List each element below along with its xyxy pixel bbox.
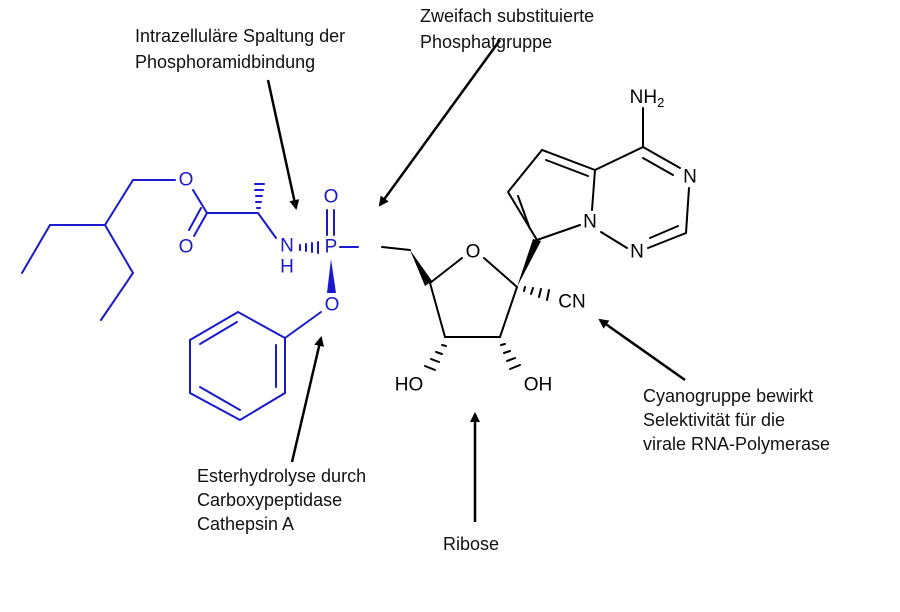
base-wedge <box>517 239 541 287</box>
label-line: Cathepsin A <box>197 514 294 534</box>
triazine-bond <box>594 146 644 171</box>
atom-cn: CN <box>558 292 585 313</box>
label-line: Esterhydrolyse durch <box>197 466 366 486</box>
methyl-hash-bond <box>254 183 265 209</box>
n-p-hash-bond <box>299 241 319 254</box>
triazine-double-bond <box>642 157 674 176</box>
atom-n: N <box>683 167 697 188</box>
nucleoside-core: O HO OH CN N N N NH2 <box>381 87 697 396</box>
label-line: Phosphatgruppe <box>420 32 552 52</box>
atom-p: P <box>325 237 338 258</box>
atom-o: O <box>324 187 339 208</box>
annotation-arrows <box>266 39 686 522</box>
label-phosphate: Zweifach substituierte Phosphatgruppe <box>420 6 594 52</box>
ch2-wedge <box>410 250 432 286</box>
triazine-double-bond <box>649 225 679 239</box>
atom-n: N <box>583 212 597 233</box>
phenyl-ring <box>189 310 286 422</box>
calpha-n-bond <box>257 212 277 239</box>
ring-bond <box>429 257 463 284</box>
label-line: Cyanogruppe bewirkt <box>643 386 813 406</box>
label-phosphoramide: Intrazelluläre Spaltung der Phosphoramid… <box>135 26 345 72</box>
ethylbutyl-chain <box>21 179 176 274</box>
label-cyano: Cyanogruppe bewirkt Selektivität für die… <box>643 386 830 454</box>
o-phenyl-bond <box>284 311 322 339</box>
p-ophenyl-wedge <box>327 259 336 293</box>
oh-hash-bond <box>500 343 521 370</box>
o-ch2-bond <box>381 246 411 251</box>
label-ester: Esterhydrolyse durch Carboxypeptidase Ca… <box>197 466 366 534</box>
arrow-phosphoramide <box>266 79 300 210</box>
label-line: Intrazelluläre Spaltung der <box>135 26 345 46</box>
triazine-bond <box>647 232 687 249</box>
n-n-bond <box>600 231 628 249</box>
prodrug-moiety: O O N H P O O <box>21 170 359 422</box>
label-line: virale RNA-Polymerase <box>643 434 830 454</box>
label-line: Selektivität für die <box>643 410 785 430</box>
carbonyl-bond-2 <box>188 207 202 231</box>
ho-hash-bond <box>424 344 447 371</box>
phenyl-double-bond <box>199 321 238 345</box>
atom-o: O <box>179 237 194 258</box>
atom-o: O <box>179 170 194 191</box>
atom-o: O <box>325 295 340 316</box>
triazine-bond <box>685 187 690 234</box>
label-ribose: Ribose <box>443 534 499 554</box>
cn-hash-bond <box>523 286 550 301</box>
pyrrole-double-bond <box>545 159 589 177</box>
ethyl-branch <box>100 224 135 321</box>
atom-n: N <box>280 236 294 257</box>
carbonyl-bond <box>193 212 208 237</box>
ester-o-bond <box>192 189 208 214</box>
atom-oh: OH <box>524 375 553 396</box>
arrow-phosphate <box>378 39 502 207</box>
label-line: Carboxypeptidase <box>197 490 342 510</box>
atom-o: O <box>466 242 481 263</box>
arrow-cyano <box>598 318 686 382</box>
arrow-ester <box>290 336 325 463</box>
label-line: Phosphoramidbindung <box>135 52 315 72</box>
atom-ho: HO <box>395 375 424 396</box>
atom-nh2: NH2 <box>630 87 665 110</box>
phenyl-double-bond <box>199 386 241 411</box>
label-line: Zweifach substituierte <box>420 6 594 26</box>
atom-n: N <box>630 242 644 263</box>
atom-h: H <box>280 257 294 278</box>
pyrrole-ring <box>506 148 597 242</box>
pyrrole-double-bond <box>517 195 531 230</box>
ribose-ring <box>429 257 519 338</box>
triazine-bond <box>642 146 681 169</box>
